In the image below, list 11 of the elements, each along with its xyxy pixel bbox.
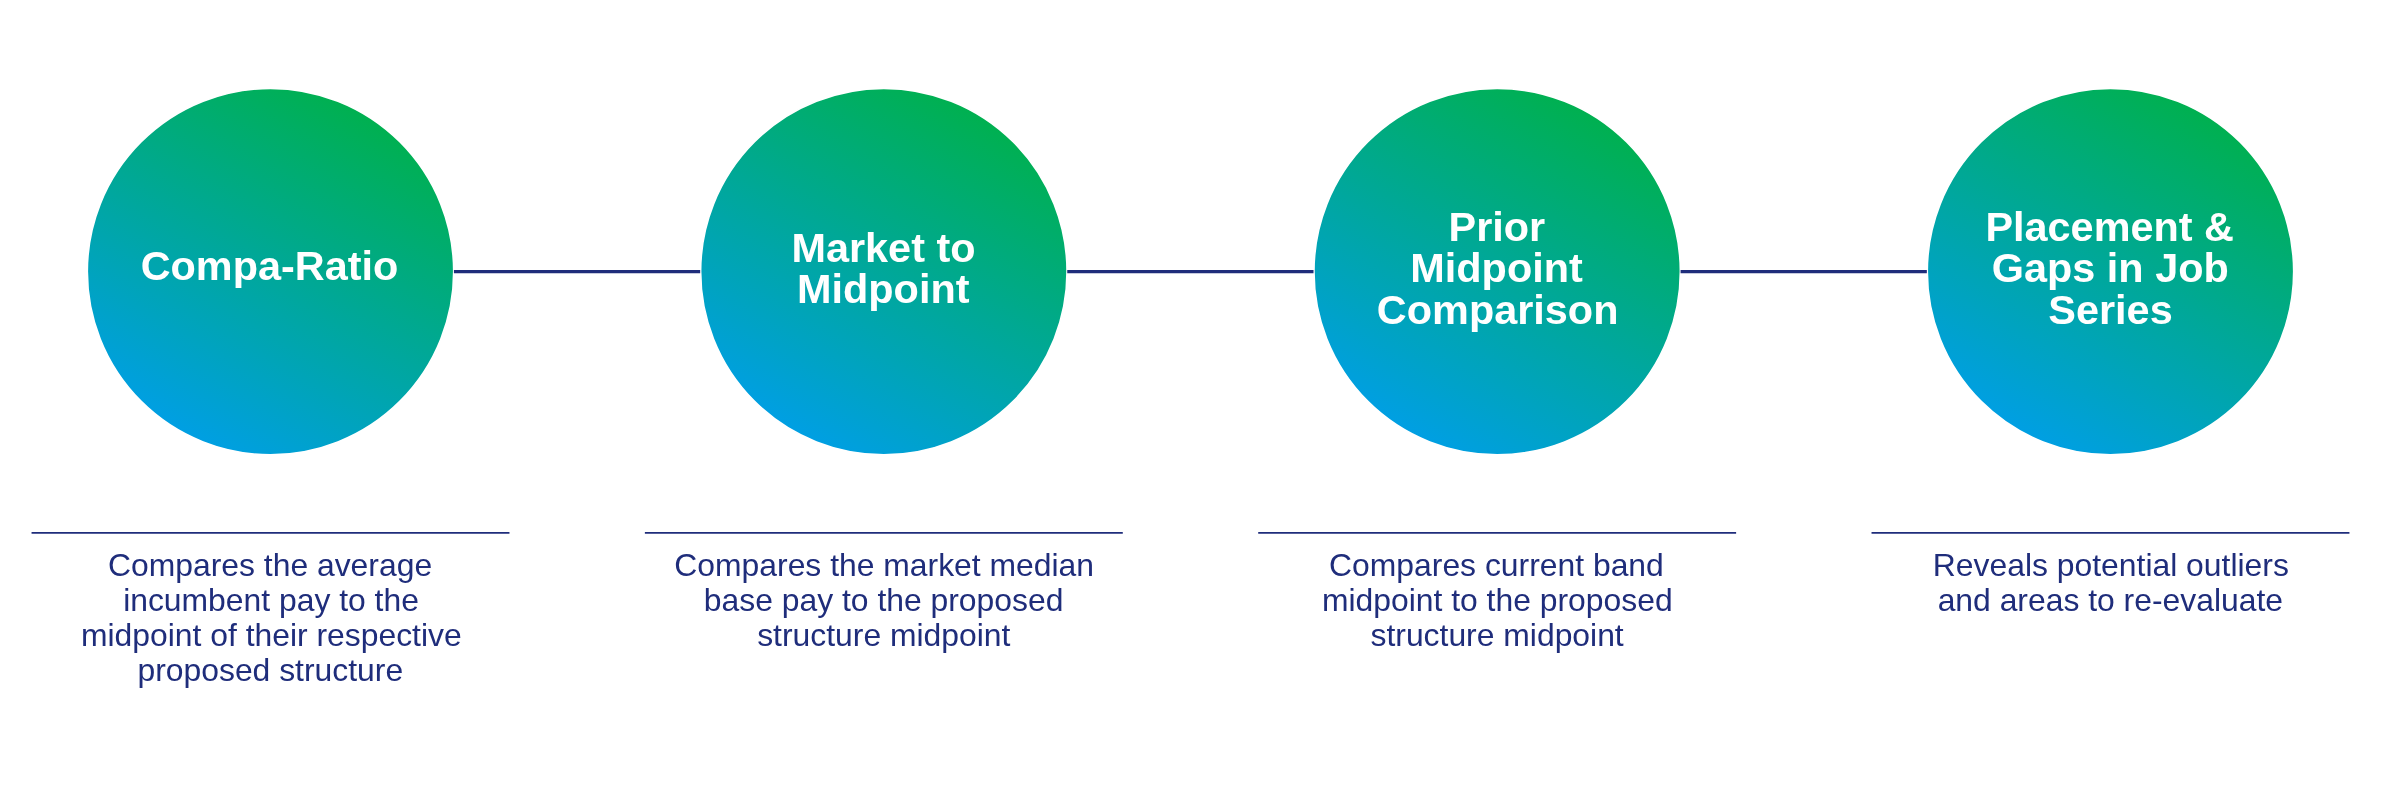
- node-label: Reveals potential outliers and areas to re-evaluate: [1932, 546, 2289, 618]
- connector: [1680, 269, 1927, 274]
- node-circle: Prior Midpoint Comparison: [1313, 87, 1682, 456]
- node-circle: Compa-Ratio: [86, 87, 455, 456]
- node-label: Compares current band midpoint to the proposed structure midpoint: [1321, 546, 1673, 653]
- node-label: Compares the market median base pay to the proposed structure midpoint: [674, 546, 1095, 653]
- node-label: Compares the average incumbent pay to the midpoint of their respective proposed structure: [80, 546, 462, 688]
- connector: [453, 269, 701, 274]
- node-circle: Placement & Gaps in Job Series: [1926, 87, 2295, 456]
- connector: [1067, 269, 1314, 274]
- node-circle: Market to Midpoint: [699, 87, 1068, 456]
